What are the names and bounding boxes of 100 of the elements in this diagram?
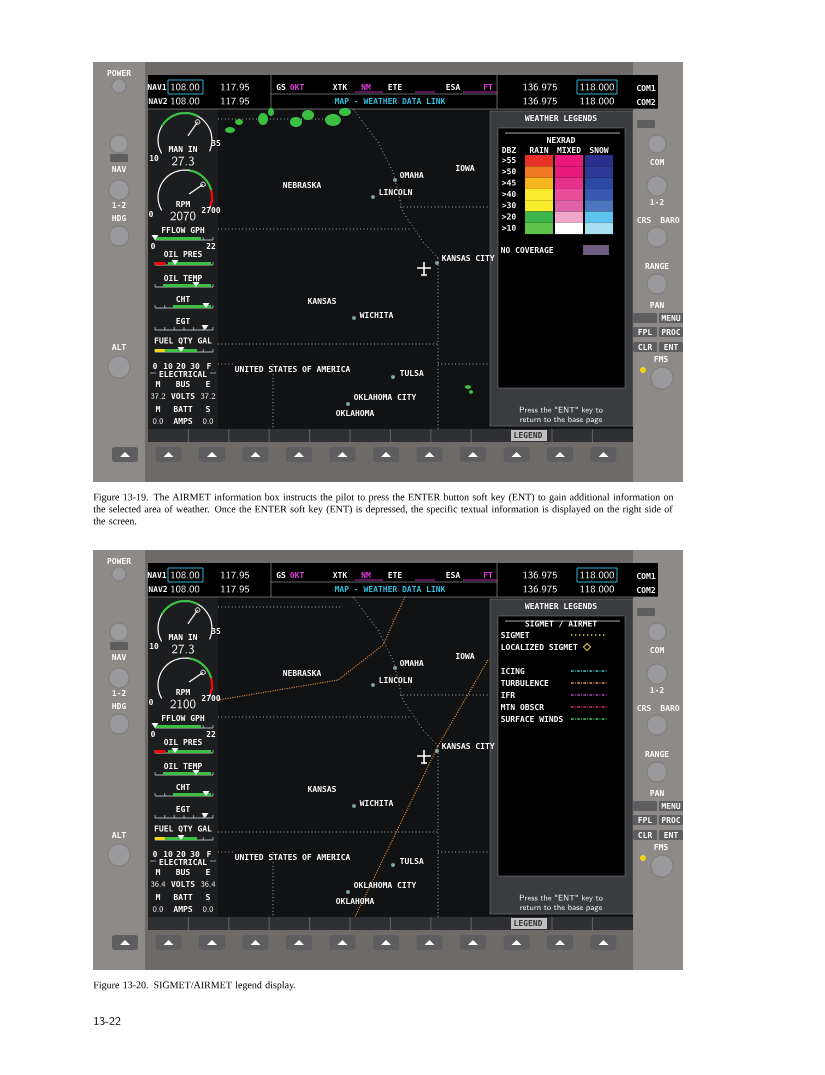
gauge-readout: 0.0 [152,418,164,424]
button-label: ENT [664,344,678,350]
scale-label: >55 [502,157,516,163]
scale-number: 35 [211,628,221,635]
button-label: ENT [664,832,678,838]
gauge-label: OIL TEMP [164,763,202,770]
frequency-readout: 117.95 [221,585,250,593]
gauge-label: M [155,406,161,412]
gauge-label: BATT [173,406,193,412]
map-label: TULSA [400,858,424,865]
frequency-readout: 117.95 [221,97,250,105]
knob-label: 1-2 [650,199,664,205]
figure-caption: Figure 13-20. SIGMET/AIRMET legend display. [93,981,296,991]
gauge-readout: 2100 [170,699,196,709]
display-label: NM [361,84,371,90]
instruction-text: Press the "ENT" key to return to the base page [519,406,603,424]
gauge-readout: 0.0 [152,906,164,912]
display-label: FT [483,572,493,578]
knob-label: RANGE [645,751,669,758]
button-label: CLR [638,344,653,350]
column-heading: RAIN [529,147,549,153]
scale-label: >30 [502,202,516,209]
gauge-readout: 27.3 [172,644,194,654]
button-label: CLR [638,832,653,839]
gauge-label: MAN IN [168,634,197,640]
knob-label: ALT [111,344,126,350]
knob-label: 1-2 [112,202,126,208]
gauge-readout: 0.0 [202,906,214,912]
frequency-readout: 108.00 [171,97,200,105]
map-label: TULSA [400,370,424,376]
gauge-label: AMPS [173,906,193,913]
display-label: COM2 [636,587,655,593]
legend-item: LOCALIZED SIGMET [501,642,592,652]
gauge-label: S [206,894,210,901]
scale-number: 10 [149,155,159,161]
scale-number: 30 [190,363,200,369]
figure-caption: Figure 13-19. The AIRMET information box instructs the pilot to press the ENTER button soft key (ENT) to gain additional information on the selected area of weather. Once the ENTER soft key (ENT) is depressed, the specific textual information is displayed on the right side of the screen. [93,493,674,525]
frequency-readout: 117.95 [221,83,250,91]
frequency-readout: 108.00 [171,585,200,593]
knob-label: POWER [107,558,132,564]
display-label: XTK [332,572,348,578]
frequency-readout: 136.975 [523,571,557,579]
scale-number: 22 [206,731,216,737]
gauge-label: FFLOW GPH [162,227,205,233]
display-label: ESA [446,84,461,90]
gauge-label: BUS [176,381,190,387]
frequency-readout: 108.00 [171,571,200,579]
column-heading: DBZ [502,147,516,153]
map-label: OKLAHOMA [336,410,375,416]
scale-number: 10 [149,643,159,650]
knob-label: HDG [112,215,126,221]
column-heading: SNOW [589,147,609,153]
frequency-readout: 118.000 [580,97,614,105]
scale-number: F [207,851,211,857]
legend-item: TURBULENCE [501,680,608,687]
knob-label: PAN [650,302,664,308]
gauge-label: OIL PRES [164,251,202,257]
scale-number: 20 [176,363,186,369]
display-label: ETE [388,572,402,578]
display-label: ETE [388,84,402,90]
gauge-label: E [206,869,210,875]
map-label: OKLAHOMA CITY [354,882,417,889]
button-label: PROC [662,817,681,824]
frequency-readout: 117.95 [221,571,250,579]
scale-number: 20 [176,851,186,858]
gauge-label: OIL PRES [164,739,202,746]
knob-label: BARO [660,705,680,712]
scale-number: 0 [151,731,155,738]
map-label: IOWA [456,653,475,660]
map-label: IOWA [456,165,475,171]
display-label: COM1 [636,85,656,91]
scale-number: 0 [151,243,155,249]
gauge-label: M [155,894,161,900]
gauge-label: S [206,406,210,412]
display-label: COM2 [636,99,655,105]
knob-label: NAV [112,654,126,660]
gauge-label: ELECTRICAL [159,371,207,377]
scale-number: 0 [153,363,157,369]
gauge-label: FUEL QTY GAL [154,825,212,833]
knob-label: 1-2 [112,690,126,696]
map-label: KANSAS [308,786,336,793]
softkey-label: LEGEND [514,432,543,438]
gauge-label: MAN IN [168,146,197,152]
knob-label: POWER [107,70,132,76]
button-label: FPL [638,329,652,335]
frequency-readout: 136.975 [523,585,557,593]
display-label: NAV2 [148,98,167,104]
frequency-readout: 136.975 [523,97,557,105]
gauge-readout: 37.2 [200,393,216,399]
scale-label: >50 [502,168,516,175]
scale-label: >10 [502,224,516,231]
knob-label: COM [650,159,664,165]
map-label: NEBRASKA [283,670,322,677]
button-label: PROC [662,329,681,335]
gauge-label: CHT [176,784,190,791]
display-label: XTK [332,84,348,90]
instruction-text: Press the "ENT" key to return to the base page [519,894,603,912]
gauge-readout: 37.2 [150,393,166,399]
map-label: UNITED STATES OF AMERICA [235,366,351,372]
gauge-label: FUEL QTY GAL [154,337,212,345]
